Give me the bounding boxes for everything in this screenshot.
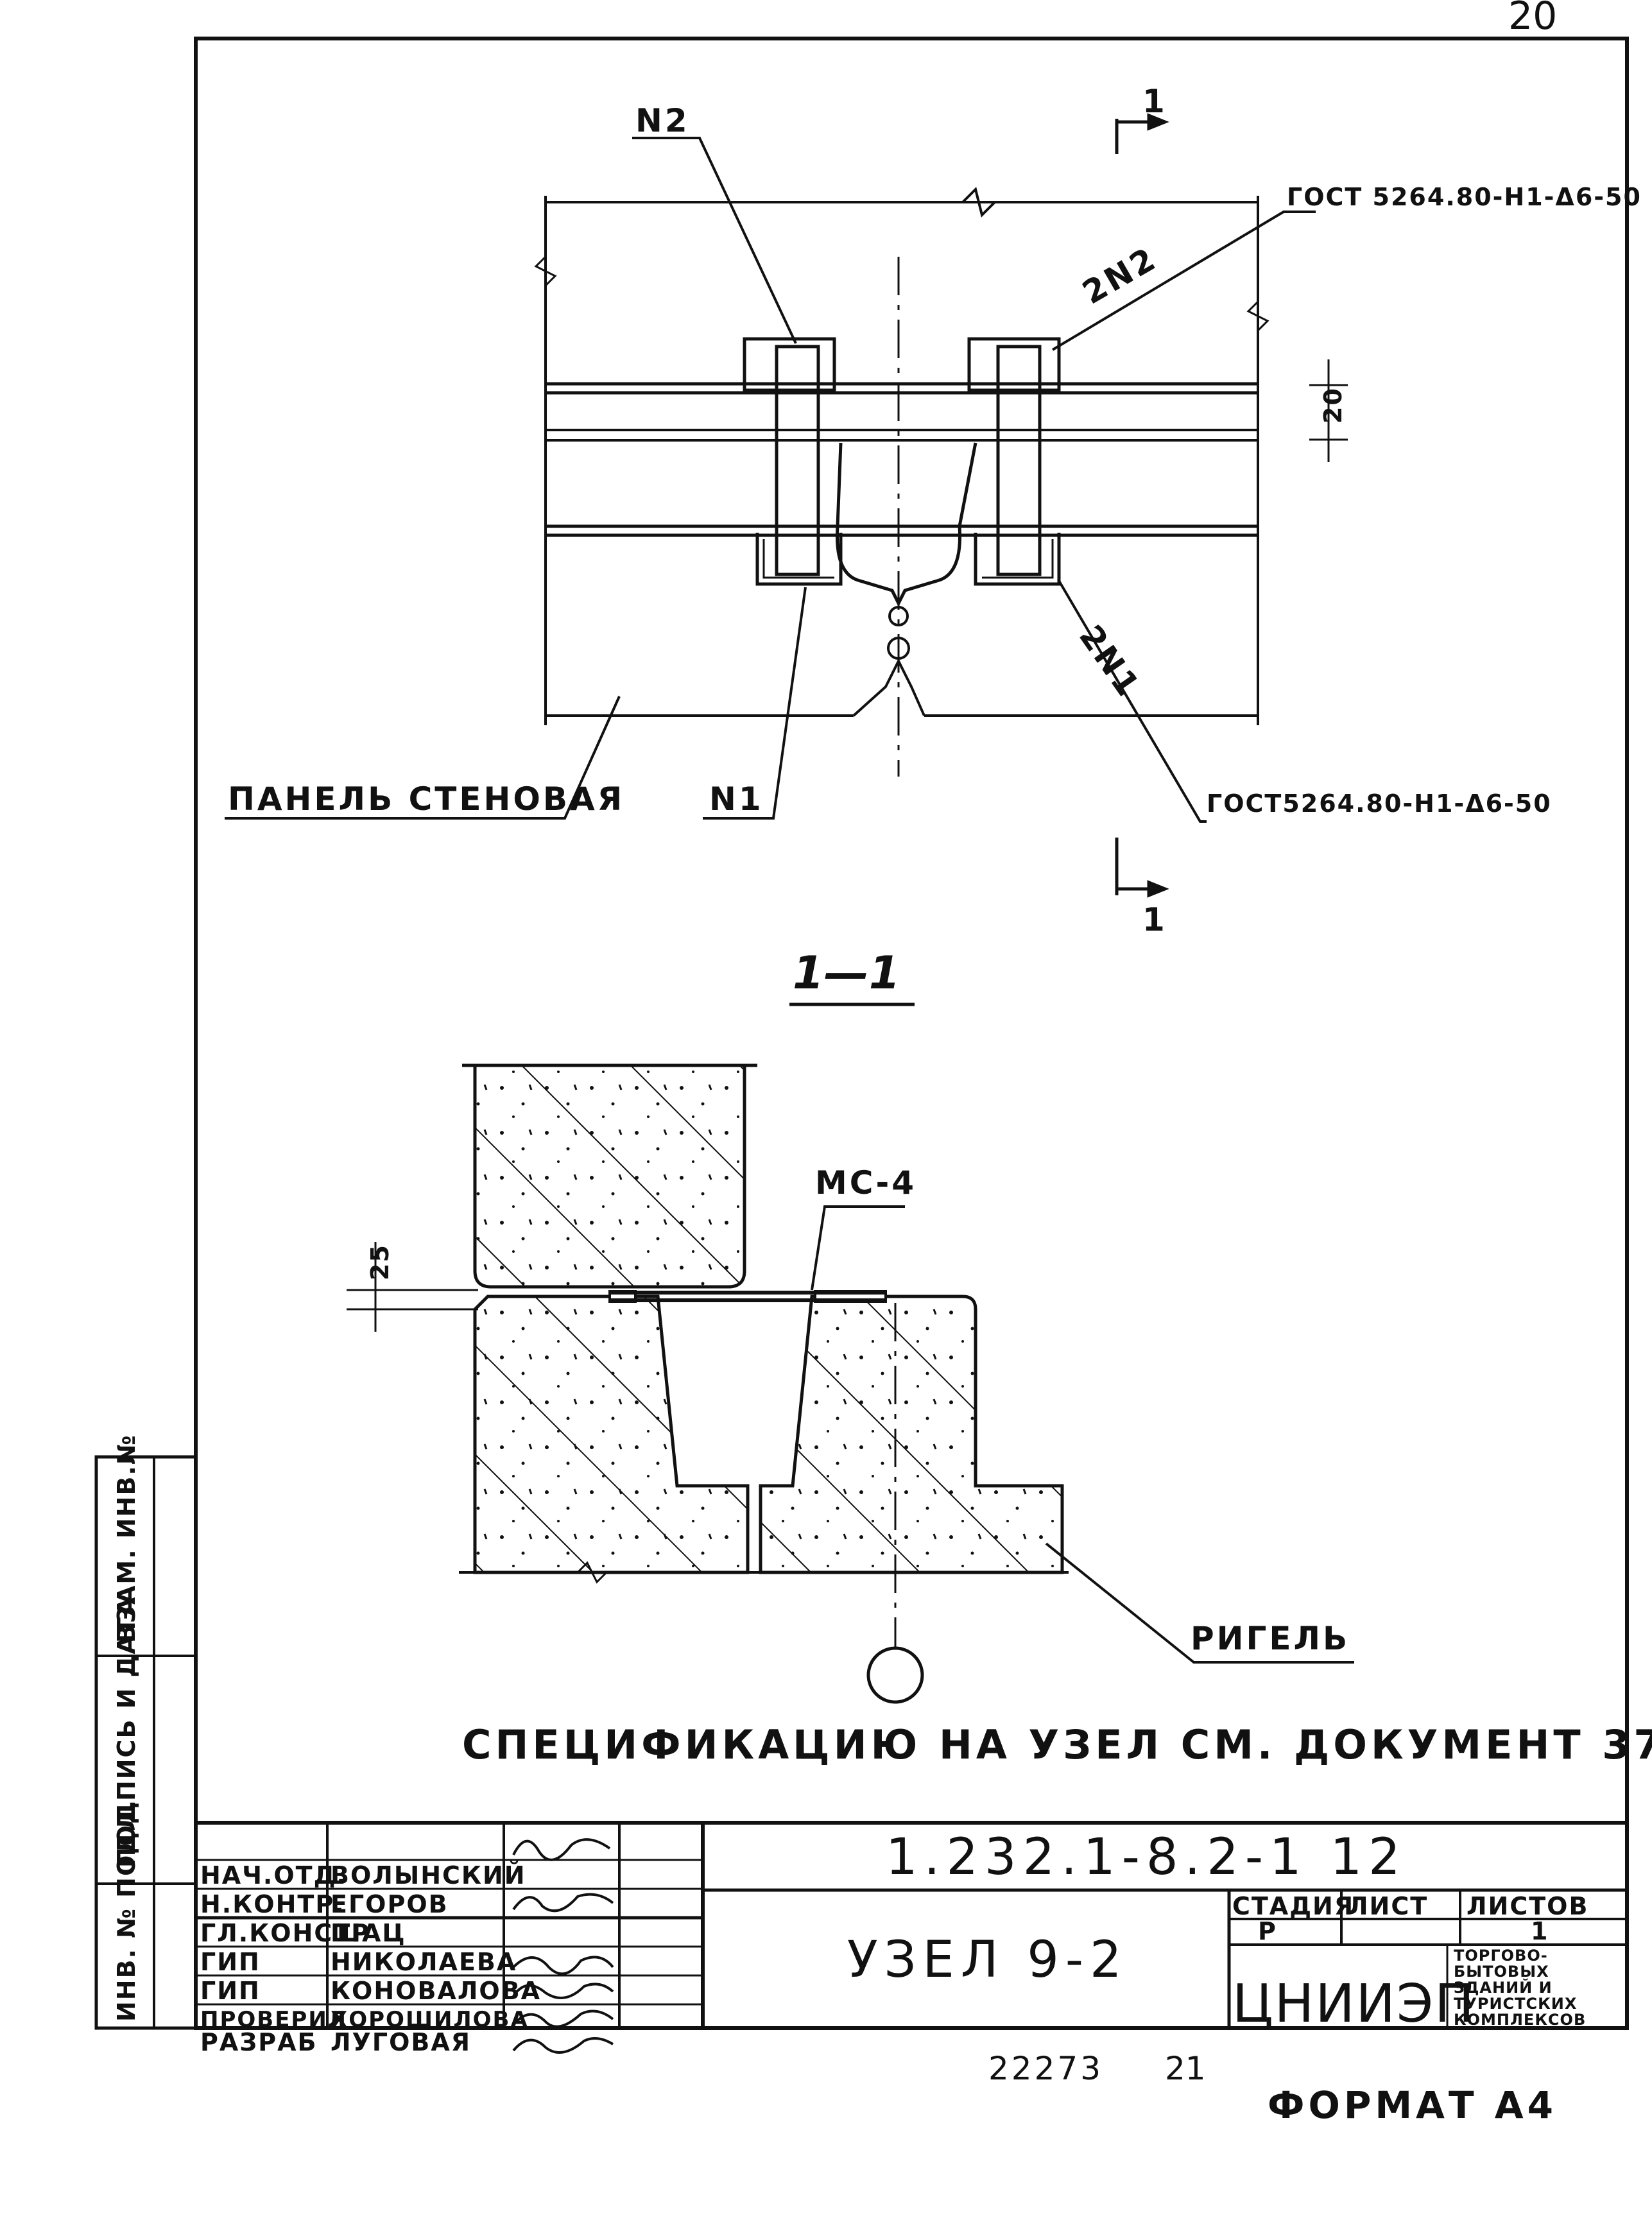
name-1: ЕГОРОВ bbox=[331, 1890, 449, 1918]
callout-gost-bottom: ГОСТ5264.80-Н1-Δ6-50 bbox=[1207, 789, 1552, 818]
people-rows: НАЧ.ОТД. ВОЛЫНСКИЙ Н.КОНТР. ЕГОРОВ ГЛ.КО… bbox=[200, 1861, 541, 2056]
stamp-inv-podl: ИНВ. № ПОДЛ. bbox=[112, 1799, 141, 2022]
spec-note: СПЕЦИФИКАЦИЮ НА УЗЕЛ СМ. ДОКУМЕНТ 37 bbox=[462, 1721, 1652, 1768]
callout-2n2: 2N2 bbox=[1076, 239, 1164, 311]
org-desc-2: ЗДАНИЙ И bbox=[1454, 1978, 1553, 1997]
callout-rigel: РИГЕЛЬ bbox=[1191, 1620, 1350, 1657]
section-view bbox=[347, 1063, 1354, 1704]
callout-mc4: МС-4 bbox=[815, 1164, 916, 1201]
sheet-header: ЛИСТ bbox=[1348, 1892, 1428, 1920]
name-2: ШАЦ bbox=[331, 1919, 406, 1947]
name-5: ХОРОШИЛОВА bbox=[331, 2007, 529, 2033]
dim-25-label: 25 bbox=[366, 1244, 394, 1280]
sheet-number: 20 bbox=[1508, 0, 1557, 39]
name-6: ЛУГОВАЯ bbox=[331, 2028, 471, 2056]
role-3: ГИП bbox=[200, 1948, 261, 1976]
dim-20-label: 20 bbox=[1319, 387, 1347, 424]
callout-n2: N2 bbox=[635, 102, 690, 139]
title-block bbox=[196, 1821, 1627, 2028]
role-6: РАЗРАБ bbox=[200, 2028, 317, 2056]
role-4: ГИП bbox=[200, 1977, 261, 2005]
role-5: ПРОВЕРИЛ bbox=[200, 2007, 347, 2033]
side-stamp-table: ИНВ. № ПОДЛ. ПОДПИСЬ И ДАТА ВЗАМ. ИНВ.№ bbox=[94, 1434, 198, 2030]
callout-n1: N1 bbox=[709, 780, 764, 818]
format-label: ФОРМАТ А4 bbox=[1268, 2083, 1557, 2127]
stamp-signature-date: ПОДПИСЬ И ДАТА bbox=[112, 1596, 141, 1868]
stamp-vzam-inv: ВЗАМ. ИНВ.№ bbox=[112, 1434, 141, 1643]
section-mark-bottom-label: 1 bbox=[1142, 901, 1167, 938]
node-title: УЗЕЛ 9-2 bbox=[847, 1931, 1128, 1989]
stage-value: Р bbox=[1258, 1917, 1277, 1945]
org-desc-4: КОМПЛЕКСОВ bbox=[1454, 2011, 1586, 2029]
page-number: 21 bbox=[1165, 2050, 1206, 2087]
signatures bbox=[512, 1838, 614, 2054]
org-desc-0: ТОРГОВО- bbox=[1454, 1947, 1548, 1965]
role-0: НАЧ.ОТД. bbox=[200, 1861, 347, 1889]
sheets-value: 1 bbox=[1531, 1917, 1549, 1945]
plan-view bbox=[534, 187, 1348, 777]
org-name: ЦНИИЭП bbox=[1232, 1974, 1476, 2035]
section-title: 1—1 bbox=[793, 947, 900, 999]
section-mark-top-label: 1 bbox=[1142, 83, 1167, 120]
org-desc-3: ТУРИСТСКИХ bbox=[1454, 1995, 1577, 2013]
name-4: КОНОВАЛОВА bbox=[331, 1977, 541, 2005]
section-mark-top bbox=[1115, 113, 1169, 154]
role-2: ГЛ.КОНСТР bbox=[200, 1919, 370, 1947]
drawing-code: 1.232.1-8.2-1 12 bbox=[886, 1828, 1407, 1886]
stage-header: СТАДИЯ bbox=[1232, 1892, 1354, 1920]
name-3: НИКОЛАЕВА bbox=[331, 1948, 517, 1976]
org-desc-1: БЫТОВЫХ bbox=[1454, 1963, 1549, 1981]
plan-leaders bbox=[225, 137, 1316, 823]
callout-2n1: 2N1 bbox=[1072, 619, 1148, 705]
sheets-header: ЛИСТОВ bbox=[1467, 1892, 1588, 1920]
callout-panel: ПАНЕЛЬ СТЕНОВАЯ bbox=[228, 780, 624, 818]
section-mark-bottom bbox=[1115, 838, 1169, 898]
name-0: ВОЛЫНСКИЙ bbox=[331, 1861, 526, 1889]
archive-number: 22273 bbox=[988, 2050, 1103, 2087]
callout-gost-top: ГОСТ 5264.80-Н1-Δ6-50 bbox=[1287, 183, 1642, 211]
drawing-frame bbox=[194, 37, 1629, 2030]
role-1: Н.КОНТР. bbox=[200, 1890, 345, 1918]
